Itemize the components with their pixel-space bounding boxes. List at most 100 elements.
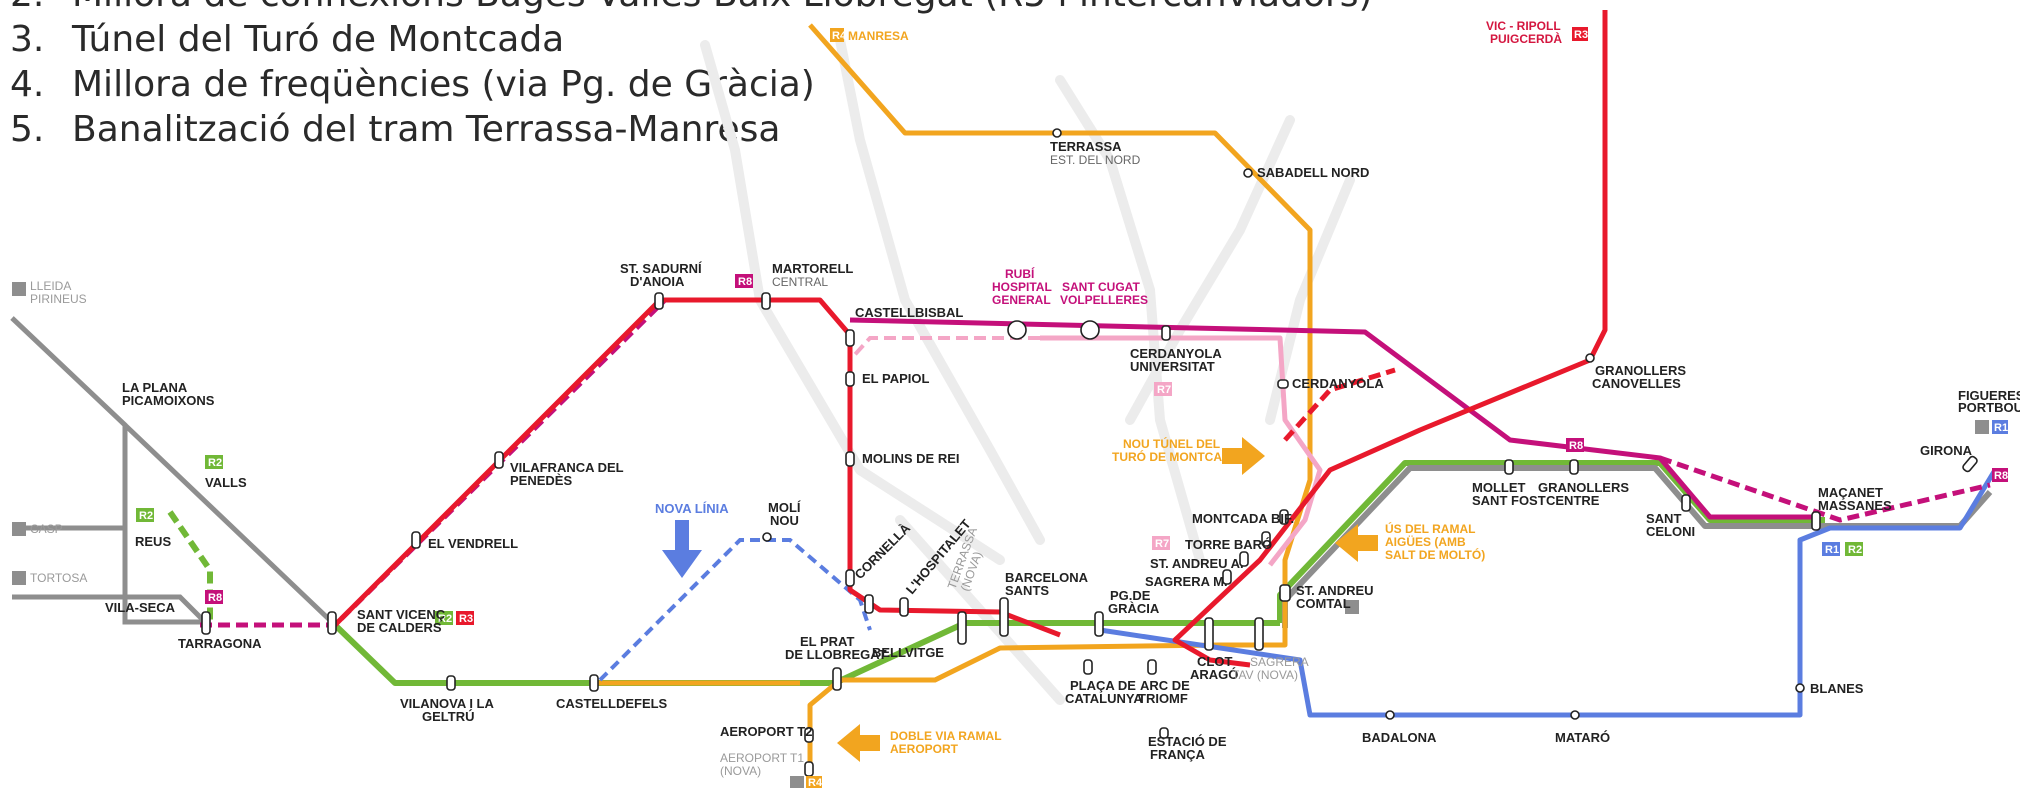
label-rubi-2: HOSPITAL <box>992 280 1052 294</box>
annotations: NOVA LÍNIA NOU TÚNEL DEL TURÓ DE MONTCAD… <box>655 436 1485 762</box>
station-mataro[interactable] <box>1570 710 1580 720</box>
station-badalona[interactable] <box>1385 710 1395 720</box>
station-granollers-canovelles[interactable] <box>1585 353 1595 363</box>
label-granollers-canovelles-2: CANOVELLES <box>1592 376 1681 391</box>
station-cerdanyola-univ[interactable] <box>1161 325 1171 341</box>
station-hospitalet[interactable] <box>899 597 909 617</box>
station-bellvitge-stop[interactable] <box>864 594 874 614</box>
label-moli-nou: MOLÍ <box>768 500 801 515</box>
station-sant-cugat[interactable] <box>1080 320 1100 340</box>
label-vila-seca: VILA-SECA <box>105 600 176 615</box>
label-martorell-2: CENTRAL <box>772 275 828 289</box>
station-blanes[interactable] <box>1795 683 1805 693</box>
list-text: Millora de connexions Bages-Vallès-Baix … <box>72 0 1373 15</box>
station-moli-nou[interactable] <box>762 532 772 542</box>
station-clot[interactable] <box>1204 617 1214 651</box>
reg-icon <box>1975 420 1989 434</box>
arrow-right-icon <box>1222 437 1265 475</box>
label-el-prat-2: DE LLOBREGAT <box>785 647 887 662</box>
label-martorell: MARTORELL <box>772 261 853 276</box>
label-aeroport-t2: AEROPORT T2 <box>720 724 812 739</box>
label-la-plana-2: PICAMOIXONS <box>122 393 215 408</box>
station-sagrera-m[interactable] <box>1222 569 1232 585</box>
terminal-figueres: FIGUERES <box>1958 388 2020 403</box>
station-cornella[interactable] <box>845 569 855 587</box>
station-st-sadurni[interactable] <box>654 292 664 310</box>
r4-badge <box>806 776 822 788</box>
r1-badge-text: R1 <box>1994 422 2008 434</box>
label-sagrera-m: SAGRERA M. <box>1145 574 1228 589</box>
station-estacio-franca[interactable] <box>1159 727 1169 739</box>
label-sant-vicenc: SANT VICENÇ <box>357 607 446 622</box>
station-vilafranca[interactable] <box>494 451 504 469</box>
label-st-andreu-a: ST. ANDREU A. <box>1150 556 1244 571</box>
station-el-papiol[interactable] <box>845 371 855 387</box>
list-item: 3.Túnel del Turó de Montcada <box>10 17 1373 62</box>
label-vilafranca-2: PENEDÈS <box>510 473 572 488</box>
station-aeroport-t1[interactable] <box>804 761 814 777</box>
line-r3 <box>1172 10 1608 668</box>
label-mataro: MATARÓ <box>1555 730 1610 745</box>
r2-badge-text: R2 <box>139 510 153 522</box>
list-item: 5.Banalització del tram Terrassa-Manresa <box>10 107 1373 152</box>
station-aeroport-t2[interactable] <box>804 727 814 743</box>
label-mollet: MOLLET <box>1472 480 1525 495</box>
station-bcn-sants[interactable] <box>999 597 1009 637</box>
station-el-vendrell[interactable] <box>411 531 421 549</box>
terminal-manresa: MANRESA <box>848 29 909 43</box>
label-mollet-2: SANT FOST <box>1472 493 1546 508</box>
label-sabadell-nord: SABADELL NORD <box>1257 165 1369 180</box>
r8-badge <box>205 590 223 604</box>
station-granollers-centre[interactable] <box>1569 459 1579 475</box>
station-girona[interactable] <box>1962 455 1978 473</box>
list-item: 2.Millora de connexions Bages-Vallès-Bai… <box>10 0 1373 17</box>
station-molins[interactable] <box>845 451 855 467</box>
r2-badge <box>205 455 223 469</box>
station-sant-vicenc[interactable] <box>327 611 337 635</box>
station-tarragona[interactable] <box>201 611 211 635</box>
r4-badge-text: R4 <box>832 30 847 42</box>
label-castelldefels: CASTELLDEFELS <box>556 696 668 711</box>
station-terrassa-nova[interactable] <box>957 611 967 645</box>
station-rubi[interactable] <box>1007 320 1027 340</box>
label-sagrera-tav-2: TAV (NOVA) <box>1232 668 1298 682</box>
station-castelldefels[interactable] <box>589 674 599 692</box>
station-torre-baro[interactable] <box>1261 531 1271 547</box>
station-placa-cat[interactable] <box>1083 659 1093 675</box>
label-moli-nou-2: NOU <box>770 513 799 528</box>
station-mollet[interactable] <box>1504 459 1514 475</box>
station-el-prat[interactable] <box>832 667 842 691</box>
arrow-left-icon <box>837 724 880 762</box>
station-sabadell-nord[interactable] <box>1243 168 1253 178</box>
station-pg-gracia[interactable] <box>1094 611 1104 637</box>
label-bcn-sants-2: SANTS <box>1005 583 1049 598</box>
label-valls: VALLS <box>205 475 247 490</box>
annotation-nou-tunel-2: TURÓ DE MONTCADA <box>1112 449 1240 464</box>
label-terrassa-nord-2: EST. DEL NORD <box>1050 153 1141 167</box>
station-martorell[interactable] <box>761 292 771 310</box>
terminal-figueres-2: PORTBOU <box>1958 400 2020 415</box>
reg-icon <box>12 571 26 585</box>
station-sant-celoni[interactable] <box>1681 494 1691 512</box>
station-montcada-bif[interactable] <box>1279 509 1289 525</box>
station-vilanova[interactable] <box>446 675 456 691</box>
station-sagrera-tav[interactable] <box>1254 617 1264 651</box>
label-arc-triomf-2: TRIOMF <box>1138 691 1188 706</box>
station-macanet[interactable] <box>1811 511 1821 531</box>
label-sant-vicenc-2: DE CALDERS <box>357 620 442 635</box>
station-castellbisbal[interactable] <box>845 329 855 347</box>
label-rubi: RUBÍ <box>1005 266 1035 281</box>
annotation-us-ramal: ÚS DEL RAMAL <box>1385 521 1475 536</box>
terminal-tortosa: TORTOSA <box>30 571 87 585</box>
label-estacio-franca: ESTACIÓ DE <box>1148 734 1227 749</box>
station-st-andreu-a[interactable] <box>1239 551 1249 567</box>
label-macanet-2: MASSANES <box>1818 498 1892 513</box>
r2-badge <box>1845 542 1863 556</box>
station-arc-triomf[interactable] <box>1147 659 1157 675</box>
station-terrassa-nord[interactable] <box>1052 128 1062 138</box>
r1-badge <box>1992 420 2008 434</box>
station-st-andreu-comtal[interactable] <box>1279 584 1291 602</box>
terminal-lleida: LLEIDA <box>30 279 71 293</box>
station-cerdanyola[interactable] <box>1277 379 1289 389</box>
terminal-lleida-2: PIRINEUS <box>30 292 87 306</box>
